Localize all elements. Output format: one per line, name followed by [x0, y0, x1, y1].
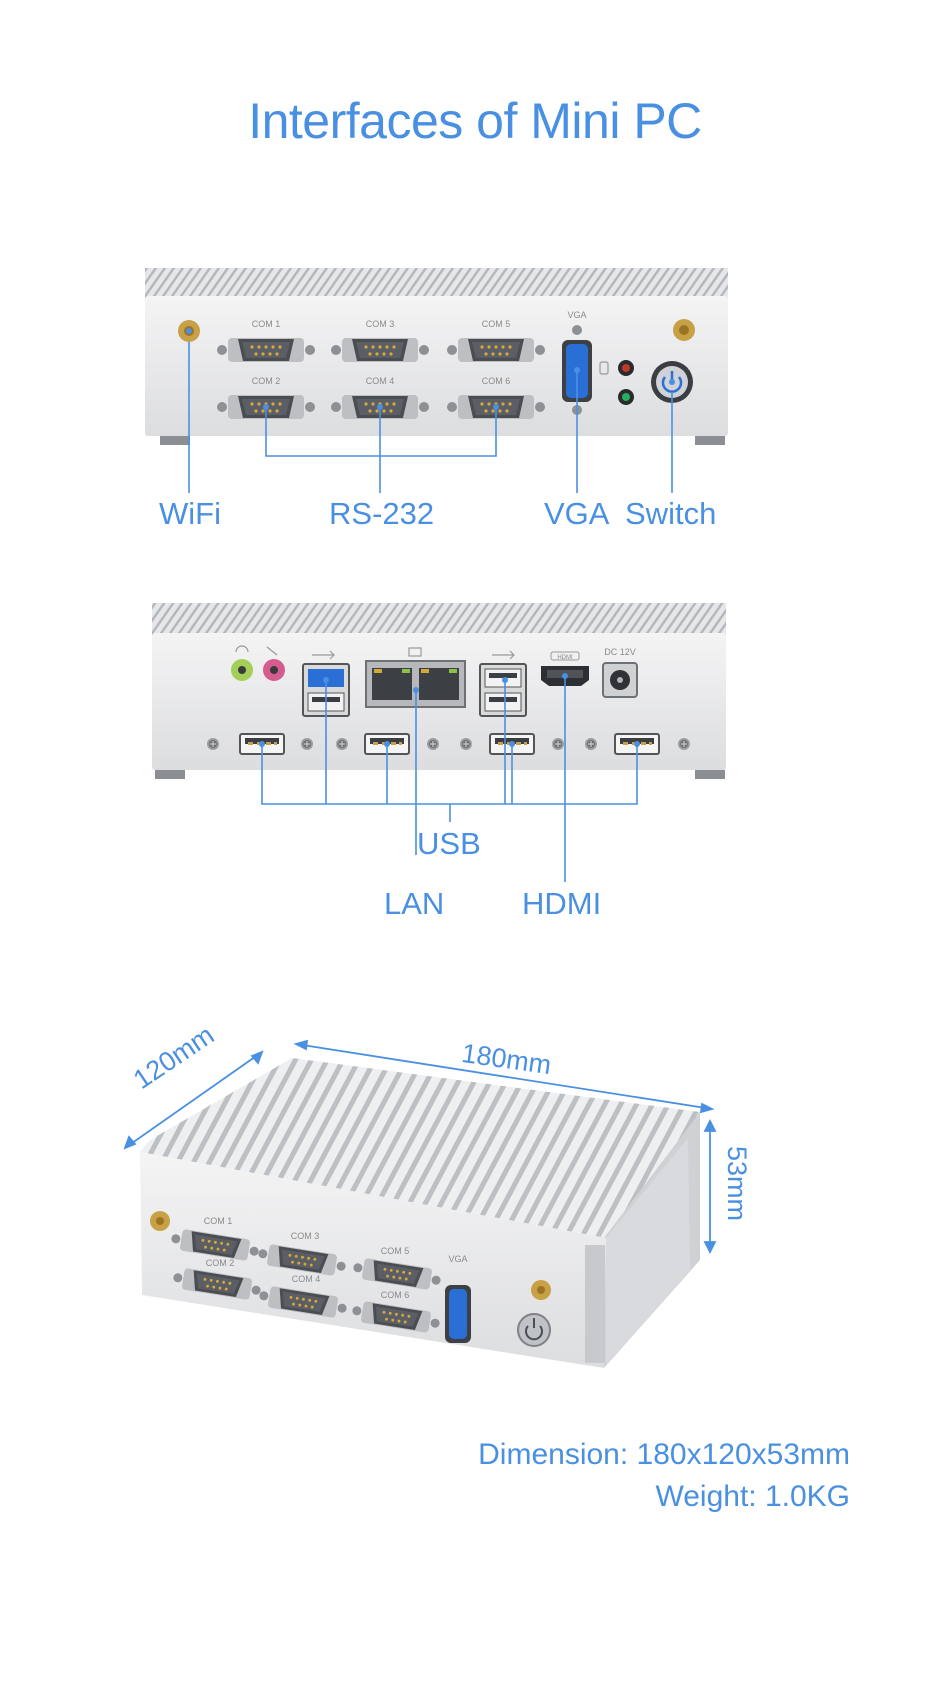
front-callout-lines	[188, 342, 673, 493]
label-usb: USB	[417, 826, 481, 861]
network-icon	[408, 647, 422, 657]
label-vga: VGA	[544, 496, 610, 531]
spec-weight: Weight: 1.0KG	[655, 1480, 850, 1513]
hdd-led-icon	[599, 361, 609, 375]
wifi-antenna-icon	[178, 319, 695, 342]
svg-text:COM 2: COM 2	[206, 1258, 235, 1268]
svg-text:DC 12V: DC 12V	[604, 647, 636, 657]
rear-panel-device: HDMI DC 12V	[152, 603, 726, 779]
page-title: Interfaces of Mini PC	[248, 93, 702, 149]
svg-text:COM 6: COM 6	[381, 1290, 410, 1300]
label-switch: Switch	[625, 496, 717, 531]
svg-text:VGA: VGA	[448, 1254, 467, 1264]
label-hdmi: HDMI	[522, 886, 602, 921]
svg-text:COM 1: COM 1	[204, 1216, 233, 1226]
device-3d: COM 1 COM 2 COM 3 COM 4 COM 5 COM 6 VGA	[140, 1058, 700, 1368]
front-panel-device: COM 1 COM 2 COM 3 COM 4 COM 5 COM 6 VGA	[145, 268, 728, 445]
label-rs232: RS-232	[329, 496, 435, 531]
svg-text:COM 4: COM 4	[366, 376, 395, 386]
label-wifi: WiFi	[159, 496, 221, 531]
svg-text:COM 3: COM 3	[366, 319, 395, 329]
svg-text:COM 1: COM 1	[252, 319, 281, 329]
usb-icon	[312, 650, 335, 660]
spec-dimension: Dimension: 180x120x53mm	[478, 1438, 850, 1471]
headphone-icon	[235, 645, 249, 653]
svg-text:COM 3: COM 3	[291, 1231, 320, 1241]
svg-text:COM 5: COM 5	[381, 1246, 410, 1256]
label-lan: LAN	[384, 886, 445, 921]
svg-text:COM 5: COM 5	[482, 319, 511, 329]
svg-text:HDMI: HDMI	[557, 655, 573, 661]
svg-text:COM 6: COM 6	[482, 376, 511, 386]
svg-text:COM 2: COM 2	[252, 376, 281, 386]
dimension-arrows	[123, 1039, 717, 1255]
svg-text:VGA: VGA	[567, 310, 586, 320]
svg-text:COM 4: COM 4	[292, 1274, 321, 1284]
microphone-icon	[266, 646, 278, 656]
rear-callout-lines	[261, 676, 638, 882]
dim-height: 53mm	[722, 1146, 752, 1222]
